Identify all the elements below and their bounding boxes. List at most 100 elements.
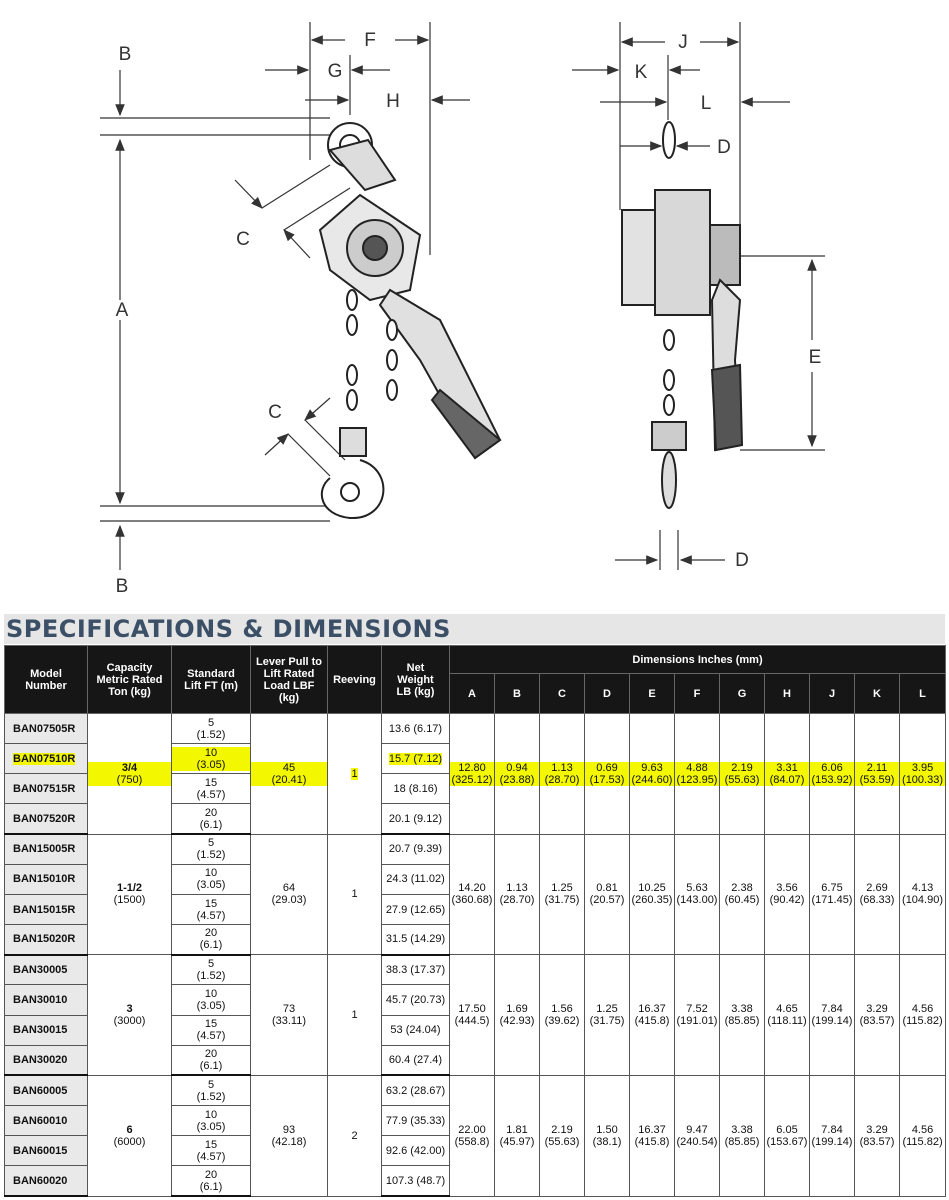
net-weight-cell: 18 (8.16) bbox=[381, 773, 450, 805]
standard-lift-cell: 15(4.57) bbox=[171, 893, 251, 926]
net-weight: 107.3 (48.7) bbox=[385, 1174, 446, 1187]
value-metric: (53.59) bbox=[855, 773, 899, 786]
value-main: 1.25 bbox=[551, 882, 573, 895]
model-number-cell: BAN30020 bbox=[4, 1044, 88, 1077]
value-metric: (1.52) bbox=[196, 728, 226, 741]
net-weight: 20.7 (9.39) bbox=[388, 843, 443, 856]
model-number: BAN15010R bbox=[13, 873, 76, 886]
value-metric: (1.52) bbox=[196, 1090, 226, 1103]
value-main: 1.81 bbox=[506, 1123, 528, 1136]
diagram-label-h: H bbox=[386, 91, 400, 112]
value-main: 4.65 bbox=[776, 1003, 798, 1016]
value-metric: (558.8) bbox=[454, 1135, 490, 1148]
value-main: 2.19 bbox=[720, 761, 764, 774]
dimension-b-cell: 0.94(23.88) bbox=[494, 713, 540, 835]
value-main: 3.29 bbox=[866, 1123, 888, 1136]
value-metric: (1.52) bbox=[196, 849, 226, 862]
model-number-cell: BAN07505R bbox=[4, 712, 88, 745]
dimension-a-cell: 22.00(558.8) bbox=[449, 1074, 495, 1197]
net-weight-cell: 13.6 (6.17) bbox=[381, 712, 450, 745]
lever-pull-cell: 45(20.41) bbox=[250, 713, 328, 835]
value-metric: (123.95) bbox=[675, 773, 719, 786]
reeving-value: 2 bbox=[351, 1129, 358, 1142]
value-metric: (6000) bbox=[113, 1135, 146, 1148]
model-number: BAN60010 bbox=[13, 1114, 68, 1127]
standard-lift-cell: 5(1.52) bbox=[171, 1074, 251, 1107]
value-metric: (4.57) bbox=[196, 1030, 226, 1043]
value-metric: (143.00) bbox=[676, 894, 718, 907]
model-number: BAN07520R bbox=[13, 812, 76, 825]
value-metric: (240.54) bbox=[676, 1135, 718, 1148]
dimension-g-cell: 3.38(85.85) bbox=[719, 1074, 765, 1197]
reeving-value: 1 bbox=[351, 1009, 358, 1022]
net-weight-cell: 24.3 (11.02) bbox=[381, 863, 450, 895]
net-weight-cell: 31.5 (14.29) bbox=[381, 924, 450, 956]
value-metric: (260.35) bbox=[631, 894, 673, 907]
model-number-cell: BAN30015 bbox=[4, 1014, 88, 1046]
dimension-k-cell: 2.69(68.33) bbox=[854, 833, 900, 956]
value-main: 6.06 bbox=[810, 761, 854, 774]
value-metric: (85.85) bbox=[724, 1015, 760, 1028]
dimension-l-cell: 4.56(115.82) bbox=[898, 1074, 947, 1197]
value-metric: (3.05) bbox=[196, 879, 226, 892]
value-metric: (100.33) bbox=[900, 773, 946, 786]
standard-lift-cell: 20(6.1) bbox=[171, 803, 251, 836]
value-metric: (153.67) bbox=[766, 1135, 808, 1148]
value-metric: (4.57) bbox=[196, 1150, 226, 1163]
value-main: 15 bbox=[204, 776, 218, 789]
net-weight: 45.7 (20.73) bbox=[385, 993, 446, 1006]
model-number: BAN15005R bbox=[13, 843, 76, 856]
value-metric: (115.82) bbox=[902, 1015, 943, 1028]
value-metric: (115.82) bbox=[902, 1135, 943, 1148]
value-metric: (20.41) bbox=[251, 773, 327, 786]
diagram-label-f: F bbox=[364, 30, 376, 51]
value-metric: (84.07) bbox=[765, 773, 809, 786]
header-dim-g: G bbox=[719, 673, 765, 714]
value-main: 4.56 bbox=[911, 1123, 934, 1136]
value-metric: (3.05) bbox=[172, 758, 250, 771]
value-main: 6.05 bbox=[776, 1123, 798, 1136]
capacity-cell: 3/4(750) bbox=[87, 713, 172, 835]
value-metric: (23.88) bbox=[495, 773, 539, 786]
net-weight: 38.3 (17.37) bbox=[385, 964, 446, 977]
value-metric: (68.33) bbox=[859, 894, 895, 907]
value-metric: (4.57) bbox=[196, 788, 226, 801]
net-weight: 31.5 (14.29) bbox=[385, 933, 446, 946]
value-main: 73 bbox=[282, 1003, 296, 1016]
value-main: 1.69 bbox=[506, 1003, 528, 1016]
standard-lift-cell: 5(1.52) bbox=[171, 954, 251, 986]
diagram-label-g: G bbox=[328, 61, 343, 82]
header-dim-d: D bbox=[584, 673, 630, 714]
value-main: 14.20 bbox=[458, 882, 486, 895]
value-main: 5 bbox=[207, 716, 215, 729]
dimension-g-cell: 2.19(55.63) bbox=[719, 713, 765, 835]
value-metric: (83.57) bbox=[859, 1135, 895, 1148]
model-number: BAN15015R bbox=[13, 903, 76, 916]
model-number: BAN07505R bbox=[13, 722, 76, 735]
value-main: 1.13 bbox=[506, 882, 528, 895]
dimension-f-cell: 7.52(191.01) bbox=[674, 954, 720, 1076]
value-main: 4.13 bbox=[911, 882, 934, 895]
net-weight: 18 (8.16) bbox=[393, 782, 438, 795]
value-metric: (325.12) bbox=[450, 773, 494, 786]
value-main: 10 bbox=[204, 867, 218, 880]
value-main: 1.25 bbox=[596, 1003, 618, 1016]
value-main: 1.56 bbox=[551, 1003, 573, 1016]
dimension-l-cell: 4.56(115.82) bbox=[898, 954, 947, 1076]
model-number-cell: BAN15005R bbox=[4, 833, 88, 865]
reeving-value: 1 bbox=[351, 888, 358, 901]
net-weight-cell: 60.4 (27.4) bbox=[381, 1044, 450, 1077]
value-main: 16.37 bbox=[638, 1123, 666, 1136]
model-number: BAN60020 bbox=[13, 1174, 68, 1187]
value-main: 2.38 bbox=[731, 882, 753, 895]
value-metric: (3.05) bbox=[196, 1120, 226, 1133]
value-main: 4.88 bbox=[675, 761, 719, 774]
dimension-e-cell: 16.37(415.8) bbox=[629, 954, 675, 1076]
value-main: 10.25 bbox=[638, 882, 666, 895]
value-main: 1-1/2 bbox=[116, 882, 143, 895]
value-main: 20 bbox=[204, 1048, 218, 1061]
dimension-b-cell: 1.13(28.70) bbox=[494, 833, 540, 956]
dimension-c-cell: 1.56(39.62) bbox=[539, 954, 585, 1076]
